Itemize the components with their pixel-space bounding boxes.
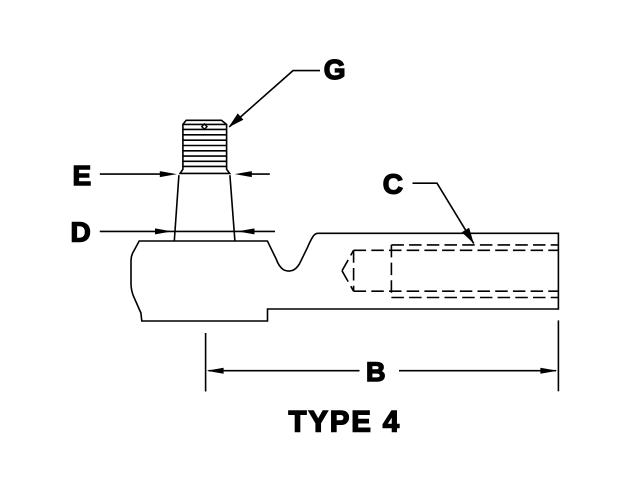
- svg-text:G: G: [324, 54, 346, 85]
- svg-text:C: C: [383, 169, 403, 200]
- svg-text:E: E: [73, 160, 92, 191]
- svg-text:D: D: [71, 216, 91, 247]
- svg-text:TYPE 4: TYPE 4: [289, 406, 401, 439]
- svg-text:B: B: [366, 357, 386, 387]
